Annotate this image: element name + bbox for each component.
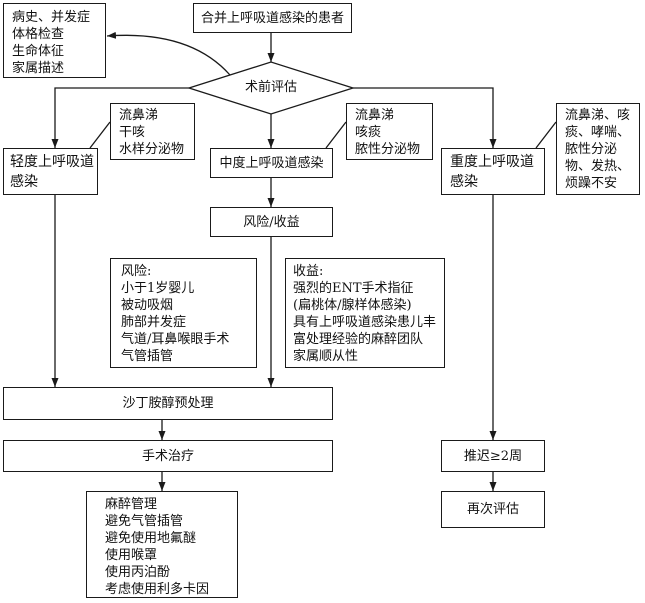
risk-benefit-label: 风险/收益 <box>243 214 300 230</box>
severe-symptom: 流鼻涕、咳 <box>565 108 631 123</box>
mild-symptoms-box: 流鼻涕 干咳 水样分泌物 <box>110 103 195 160</box>
anesthesia-item: 使用丙泊酚 <box>105 565 171 580</box>
anesthesia-item: 避免使用地氟醚 <box>105 531 197 546</box>
patient-label: 合并上呼吸道感染的患者 <box>200 10 344 26</box>
mild-symptom: 流鼻涕 <box>119 108 159 123</box>
surgery-box: 手术治疗 <box>3 440 333 472</box>
surgery-label: 手术治疗 <box>141 448 194 464</box>
severe-symptom: 物、发热、 <box>565 159 631 174</box>
risk-item: 肺部并发症 <box>121 315 187 330</box>
reassess-label: 再次评估 <box>466 502 519 517</box>
mild-line: 感染 <box>10 174 38 190</box>
severe-line: 感染 <box>450 174 478 190</box>
history-box: 病史、并发症 体格检查 生命体征 家属描述 <box>3 3 106 78</box>
benefit-item: 富处理经验的麻醉团队 <box>293 332 424 347</box>
benefits-box: 收益: 强烈的ENT手术指征 (扁桃体/腺样体感染) 具有上呼吸道感染患儿丰 富… <box>285 258 445 368</box>
delay-box: 推迟≥2周 <box>441 440 545 472</box>
callout-line-moderate <box>325 121 347 149</box>
mild-line: 轻度上呼吸道 <box>10 154 94 170</box>
anesthesia-item: 麻醉管理 <box>105 497 158 512</box>
arrow-assessment-to-history <box>106 31 231 76</box>
risk-item: 气管插管 <box>121 349 174 364</box>
anesthesia-item: 考虑使用利多卡因 <box>105 582 210 597</box>
moderate-symptom: 咳痰 <box>355 125 382 140</box>
moderate-symptom: 脓性分泌物 <box>355 142 421 157</box>
risks-box: 风险: 小于1岁婴儿 被动吸烟 肺部并发症 气道/耳鼻喉眼手术 气管插管 <box>110 258 257 368</box>
severe-symptoms-box: 流鼻涕、咳 痰、哮喘、 脓性分泌 物、发热、 烦躁不安 <box>556 103 640 195</box>
benefit-item: (扁桃体/腺样体感染) <box>293 298 412 313</box>
history-line: 病史、并发症 <box>12 10 91 25</box>
mild-symptom: 干咳 <box>119 125 146 140</box>
risk-item: 气道/耳鼻喉眼手术 <box>121 332 230 347</box>
history-line: 体格检查 <box>12 27 65 42</box>
risk-item: 被动吸烟 <box>121 298 174 313</box>
assessment-diamond <box>186 61 356 115</box>
benefit-item: 家属顺从性 <box>293 349 359 364</box>
mild-box: 轻度上呼吸道 感染 <box>3 148 98 195</box>
delay-label: 推迟≥2周 <box>463 448 523 464</box>
history-line: 生命体征 <box>12 44 65 59</box>
moderate-symptom: 流鼻涕 <box>355 108 395 123</box>
benefits-title: 收益: <box>293 264 324 279</box>
anesthesia-box: 麻醉管理 避免气管插管 避免使用地氟醚 使用喉罩 使用丙泊酚 考虑使用利多卡因 <box>86 491 238 598</box>
severe-line: 重度上呼吸道 <box>450 154 534 170</box>
salbutamol-label: 沙丁胺醇预处理 <box>122 396 214 411</box>
benefit-item: 具有上呼吸道感染患儿丰 <box>293 315 437 330</box>
arrow-assessment-to-severe <box>353 87 497 148</box>
benefit-item: 强烈的ENT手术指征 <box>293 281 414 296</box>
mild-symptom: 水样分泌物 <box>119 142 185 157</box>
history-line: 家属描述 <box>12 61 65 76</box>
assessment-label: 术前评估 <box>244 80 297 95</box>
severe-symptom: 烦躁不安 <box>565 176 618 191</box>
moderate-box: 中度上呼吸道感染 <box>210 148 333 178</box>
risk-benefit-box: 风险/收益 <box>210 207 333 237</box>
severe-symptom: 脓性分泌 <box>565 142 618 157</box>
moderate-label: 中度上呼吸道感染 <box>219 155 324 171</box>
moderate-symptoms-box: 流鼻涕 咳痰 脓性分泌物 <box>346 103 433 160</box>
patient-box: 合并上呼吸道感染的患者 <box>193 3 352 33</box>
arrow-assessment-to-mild <box>51 87 189 148</box>
callout-line-mild <box>89 121 111 149</box>
salbutamol-box: 沙丁胺醇预处理 <box>3 387 333 420</box>
risks-title: 风险: <box>121 264 152 279</box>
reassess-box: 再次评估 <box>441 491 545 528</box>
callout-line-severe <box>535 121 557 149</box>
risk-item: 小于1岁婴儿 <box>121 281 195 296</box>
anesthesia-item: 避免气管插管 <box>105 514 184 529</box>
severe-box: 重度上呼吸道 感染 <box>441 148 545 195</box>
anesthesia-item: 使用喉罩 <box>105 548 158 563</box>
severe-symptom: 痰、哮喘、 <box>565 125 631 140</box>
